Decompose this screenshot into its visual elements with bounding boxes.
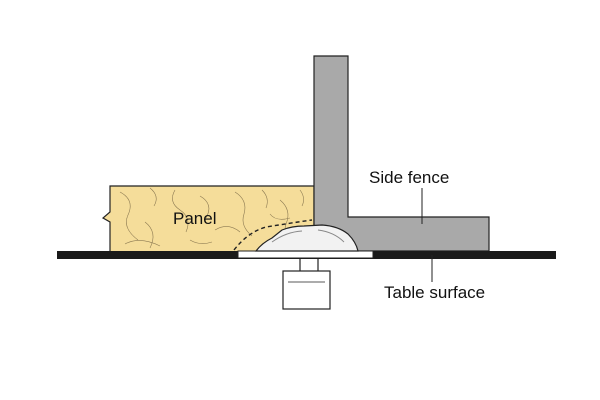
router-bit [254,224,359,252]
table-surface-label: Table surface [384,283,485,302]
router-bit-highlight [271,230,303,243]
side-fence-label: Side fence [369,168,449,187]
router-collet [282,257,331,310]
router-bit-highlight-2 [317,229,345,243]
panel [101,185,315,254]
panel-wood-grain [119,187,304,249]
panel-label: Panel [173,209,216,228]
table-insert-plate [237,250,374,259]
side-fence [313,55,490,252]
